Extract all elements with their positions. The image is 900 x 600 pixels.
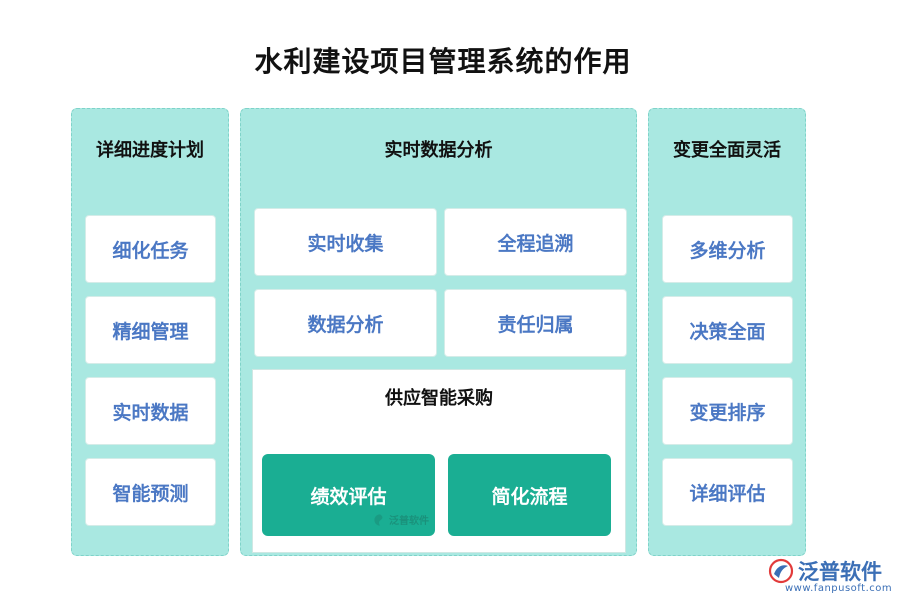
center-panel-title: 实时数据分析 [384,140,493,161]
center-item-2: 全程追溯 [444,208,627,276]
brand-watermark-text: 泛普软件 [798,560,882,584]
left-panel-title: 详细进度计划 [96,140,204,161]
right-panel: 变更全面灵活 多维分析 决策全面 变更排序 详细评估 [648,108,806,556]
right-panel-title: 变更全面灵活 [673,140,781,161]
procurement-box: 供应智能采购 绩效评估 简化流程 泛普软件 [252,369,626,553]
procurement-title: 供应智能采购 [385,388,493,409]
procurement-item-2: 简化流程 [448,454,611,536]
procurement-item-1: 绩效评估 [262,454,435,536]
center-item-1: 实时收集 [254,208,437,276]
right-item-3: 变更排序 [662,377,793,445]
left-item-1: 细化任务 [85,215,216,283]
fanpu-logo-icon [374,513,383,526]
left-item-4: 智能预测 [85,458,216,526]
page-title: 水利建设项目管理系统的作用 [254,45,632,78]
left-item-3: 实时数据 [85,377,216,445]
inner-watermark-text: 泛普软件 [389,516,429,527]
brand-watermark-url: www.fanpusoft.com [785,583,893,594]
inner-watermark: 泛普软件 [373,512,429,527]
left-panel: 详细进度计划 细化任务 精细管理 实时数据 智能预测 [71,108,229,556]
center-item-3: 数据分析 [254,289,437,357]
right-item-1: 多维分析 [662,215,793,283]
fanpu-logo-icon [768,558,794,584]
center-panel: 实时数据分析 实时收集 全程追溯 数据分析 责任归属 供应智能采购 绩效评估 简… [240,108,637,556]
brand-watermark: 泛普软件 [768,556,882,586]
right-item-4: 详细评估 [662,458,793,526]
right-item-2: 决策全面 [662,296,793,364]
left-item-2: 精细管理 [85,296,216,364]
center-item-4: 责任归属 [444,289,627,357]
